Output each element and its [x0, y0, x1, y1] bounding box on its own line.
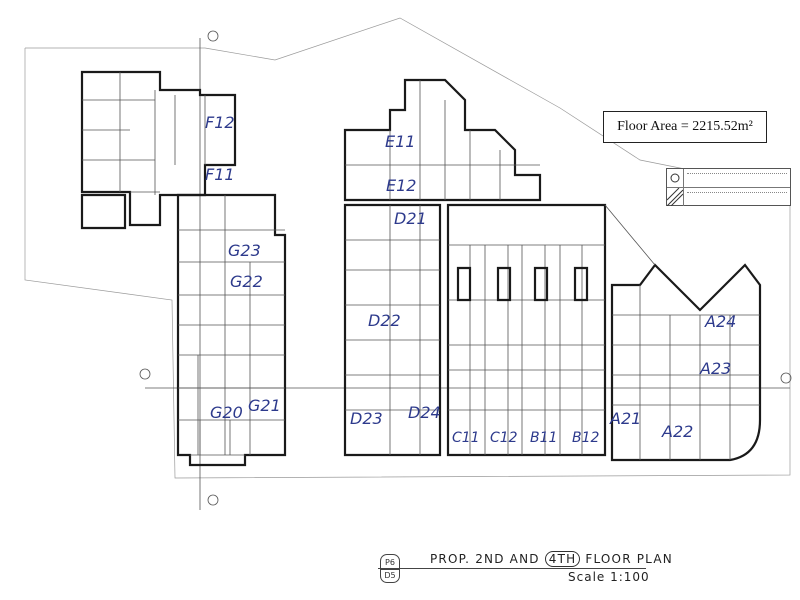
sheet-ref-bottom: D5	[380, 568, 400, 583]
legend-symbol-hatch	[666, 187, 684, 207]
hatch-icon	[666, 187, 684, 207]
legend-row	[666, 187, 790, 207]
legend-symbol-circle	[667, 169, 684, 187]
legend-row	[667, 169, 790, 188]
title-circled-floor: 4TH	[544, 551, 581, 567]
block-e	[343, 78, 542, 202]
drawing-title: PROP. 2ND AND 4TH FLOOR PLAN	[430, 551, 673, 567]
unit-label-a22: A22	[661, 422, 693, 441]
block-g	[176, 193, 287, 467]
unit-label-f12: F12	[205, 113, 235, 132]
unit-label-g22: G22	[230, 272, 263, 291]
unit-label-a21: A21	[609, 409, 641, 428]
unit-label-d24: D24	[408, 403, 441, 422]
legend-text-line	[687, 192, 787, 195]
unit-label-b11: B11	[530, 430, 557, 446]
unit-label-f11: F11	[205, 165, 235, 184]
unit-label-d23: D23	[350, 409, 383, 428]
unit-label-g21: G21	[248, 396, 281, 415]
unit-label-c11: C11	[452, 430, 480, 446]
title-block: PROP. 2ND AND 4TH FLOOR PLAN Scale 1:100	[372, 551, 672, 587]
unit-label-e11: E11	[385, 132, 415, 151]
unit-label-a23: A23	[699, 359, 731, 378]
drawing-scale: Scale 1:100	[568, 570, 650, 584]
unit-label-b12: B12	[572, 430, 600, 446]
block-a	[604, 204, 762, 462]
legend-table	[666, 168, 791, 207]
unit-label-d21: D21	[394, 209, 427, 228]
block-d	[343, 203, 442, 457]
unit-label-d22: D22	[368, 311, 401, 330]
unit-label-g23: G23	[228, 241, 261, 260]
unit-label-c12: C12	[490, 430, 518, 446]
unit-label-a24: A24	[704, 312, 736, 331]
floor-area-box: Floor Area = 2215.52m²	[603, 111, 767, 143]
circle-icon	[670, 173, 680, 183]
title-prefix: PROP. 2ND AND	[430, 552, 545, 566]
legend-text-line	[687, 173, 787, 176]
block-f	[80, 70, 237, 230]
title-suffix: FLOOR PLAN	[580, 552, 673, 566]
sheet-ref-top: P6	[380, 554, 400, 570]
blocks-c-b	[446, 203, 607, 457]
title-underline	[378, 568, 646, 569]
unit-label-g20: G20	[210, 403, 243, 422]
unit-label-e12: E12	[386, 176, 416, 195]
